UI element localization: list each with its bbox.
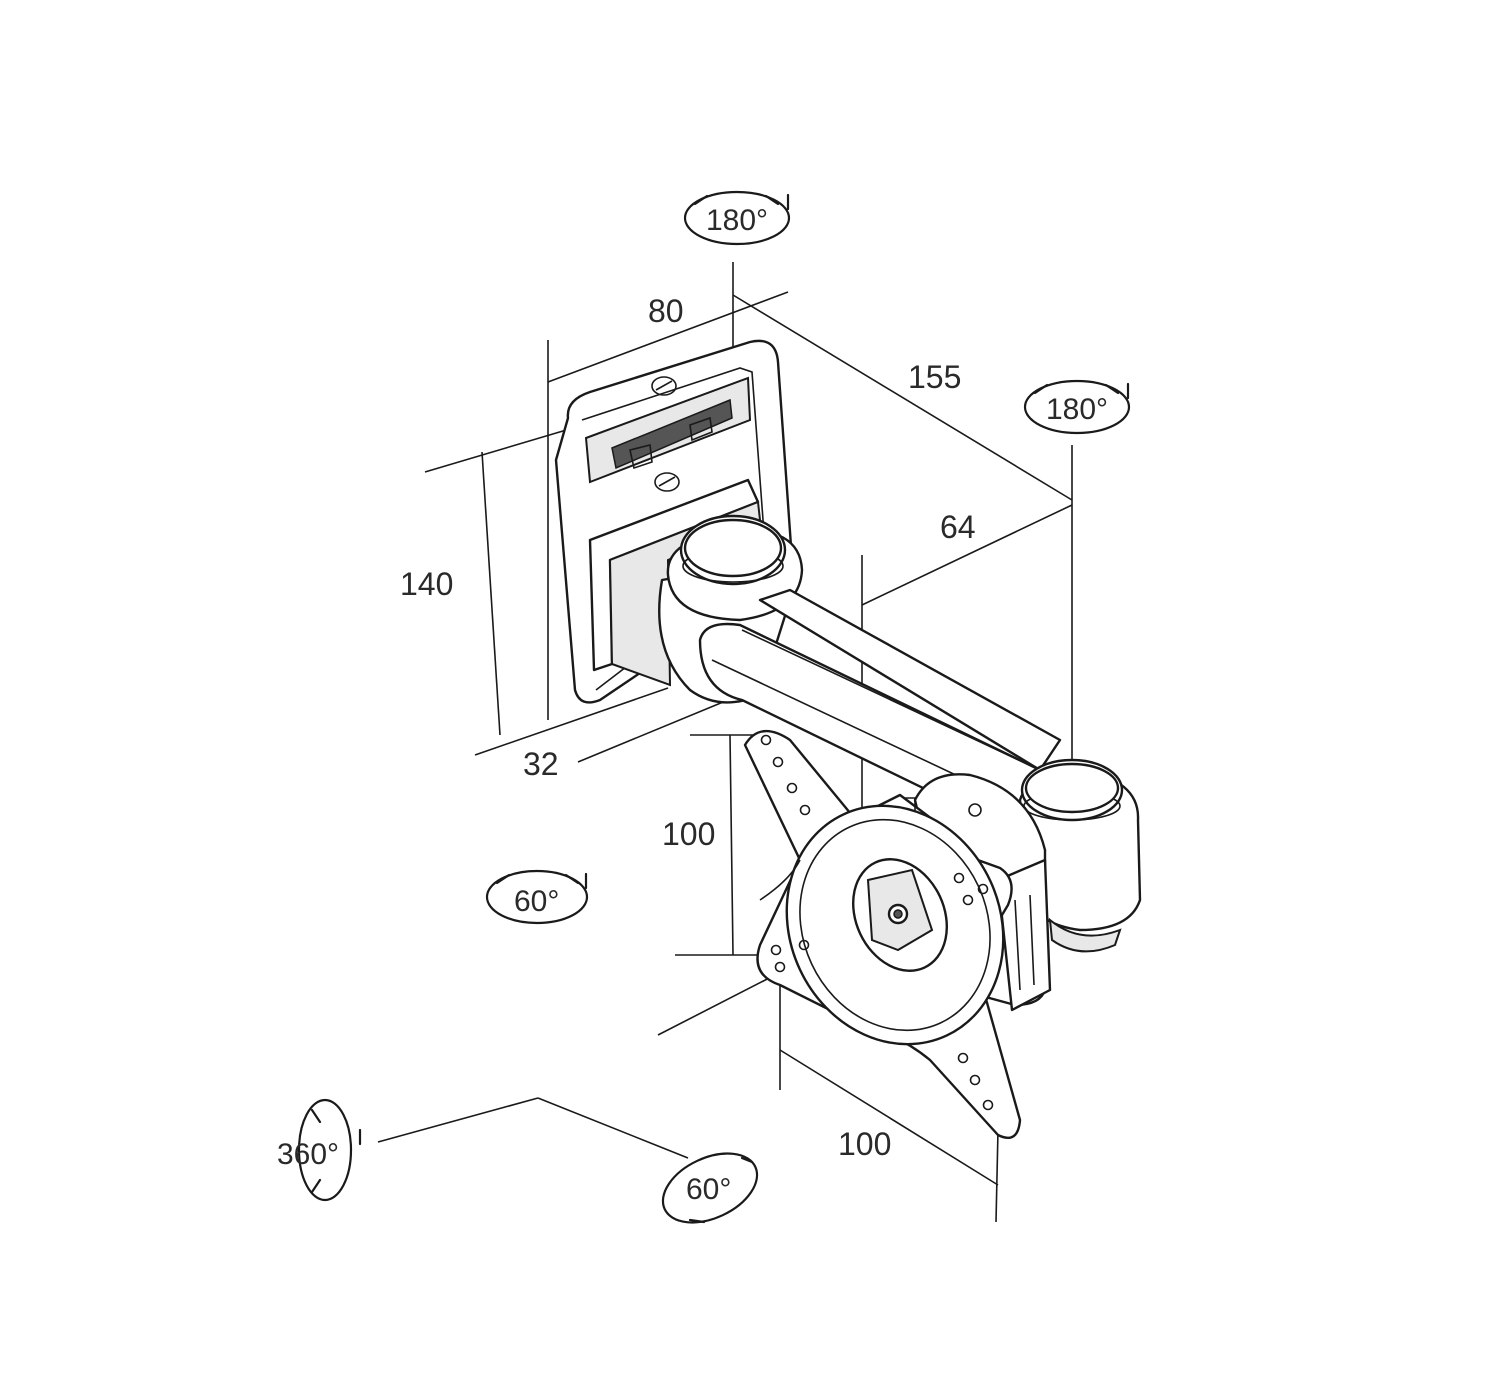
dim-32-label: 32 (523, 746, 559, 782)
rotation-180-right-label: 180° (1046, 393, 1108, 426)
dim-100-horizontal-label: 100 (838, 1126, 891, 1162)
rotation-360-label: 360° (277, 1138, 339, 1171)
dim-140-label: 140 (400, 566, 453, 602)
dim-155-label: 155 (908, 359, 961, 395)
rotation-labels: 180° 180° 60° 360° 60° (277, 204, 1108, 1206)
vesa-plate (743, 730, 1022, 1140)
dim-100-vertical-label: 100 (662, 816, 715, 852)
rotation-60-tilt-label: 60° (514, 885, 559, 918)
rotation-60-swivel-label: 60° (686, 1173, 731, 1206)
rotation-180-top-label: 180° (706, 204, 768, 237)
second-pivot (1018, 758, 1142, 953)
rotation-symbols (297, 190, 1131, 1224)
dim-64-label: 64 (940, 509, 976, 545)
dimension-labels: 80 155 64 140 32 100 100 (400, 293, 976, 1162)
dim-80-label: 80 (648, 293, 684, 329)
